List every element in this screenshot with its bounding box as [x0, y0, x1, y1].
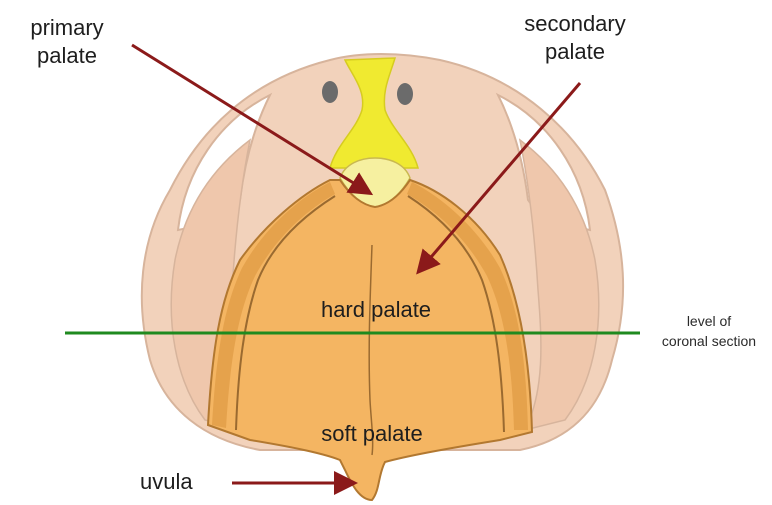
label-secondary-palate-line2: palate	[508, 38, 642, 66]
label-primary-palate-line1: primary	[8, 14, 126, 42]
label-soft-palate: soft palate	[288, 420, 456, 448]
label-level-of-coronal-section: level of coronal section	[650, 311, 768, 351]
label-primary-palate: primary palate	[8, 14, 126, 70]
label-secondary-palate: secondary palate	[508, 10, 642, 66]
label-hard-palate: hard palate	[292, 296, 460, 324]
left-nostril	[322, 81, 338, 103]
label-level-of-coronal-section-line1: level of	[650, 311, 768, 331]
right-nostril	[397, 83, 413, 105]
label-uvula: uvula	[140, 468, 193, 496]
label-level-of-coronal-section-line2: coronal section	[650, 331, 768, 351]
label-primary-palate-line2: palate	[8, 42, 126, 70]
label-secondary-palate-line1: secondary	[508, 10, 642, 38]
